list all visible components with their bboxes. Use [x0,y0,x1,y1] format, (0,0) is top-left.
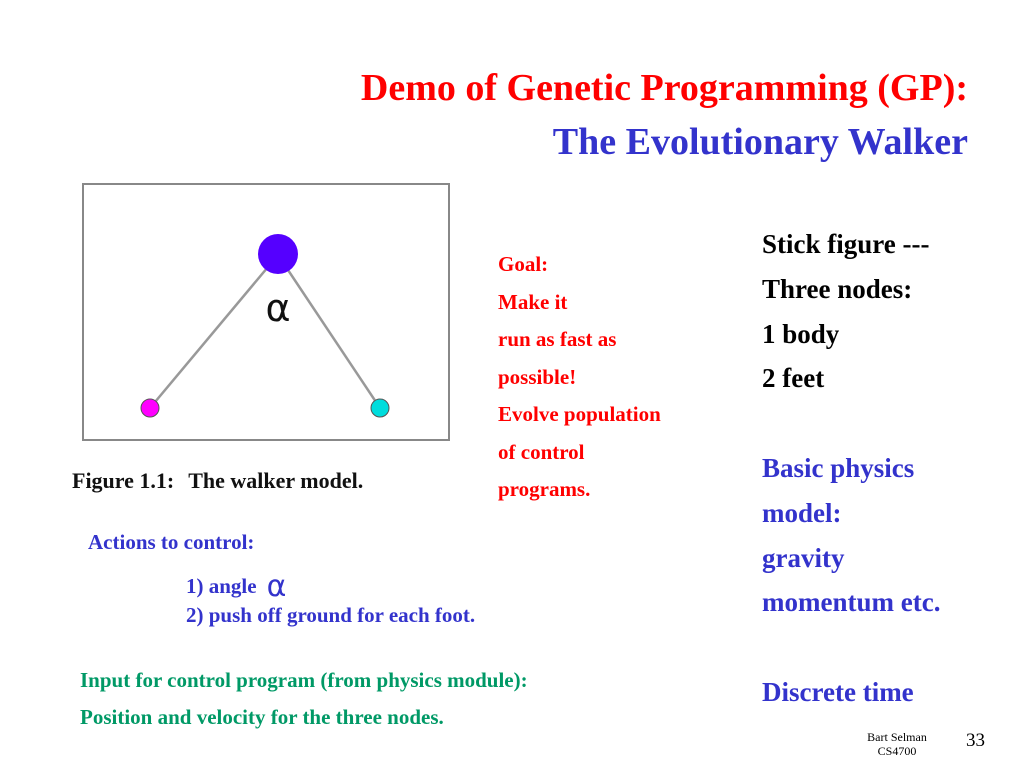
right-foot-node [370,398,390,418]
stick-figure-line: Stick figure --- [762,229,930,259]
page-number: 33 [966,730,985,751]
stick-figure-line: 1 body [762,318,840,349]
goal-line: of control [498,439,585,464]
figure-caption: Figure 1.1: The walker model. [72,468,363,494]
goal-line: Goal: [498,252,549,276]
walker-figure: α [82,183,450,441]
goal-line: Evolve population [498,402,661,426]
left-leg [149,254,279,409]
footer-author-name: Bart Selman [867,730,927,744]
slide-title: Demo of Genetic Programming (GP): [360,67,968,109]
footer-course: CS4700 [877,744,917,758]
body-node [258,234,298,274]
physics-line: gravity [762,542,845,573]
goal-text: Goal: Make it run as fast as possible! E… [498,246,661,509]
input-line: Input for control program (from physics … [80,668,528,692]
goal-line: possible! [498,364,577,389]
footer-author: Bart Selman CS4700 [862,730,932,758]
right-column: Stick figure --- Three nodes: 1 body 2 f… [762,222,940,715]
figure-caption-number: Figure 1.1: [72,468,175,493]
goal-line: programs. [498,477,591,501]
input-line: Position and velocity for the three node… [80,705,444,729]
action-item-push: 2) push off ground for each foot. [186,603,476,627]
walker-diagram: α [140,234,390,418]
physics-line: momentum etc. [762,587,941,618]
slide-subtitle: The Evolutionary Walker [552,121,968,163]
physics-line: model: [762,497,842,528]
actions-heading: Actions to control: [88,530,255,554]
figure-caption-text: The walker model. [188,468,364,493]
discrete-time-line: Discrete time [762,676,914,707]
stick-figure-line: Three nodes: [762,273,913,304]
right-leg [276,254,382,409]
input-block: Input for control program (from physics … [80,662,528,736]
action-item-angle-text: 1) angle [186,574,257,598]
action-item-angle: 1) angle α [186,566,287,604]
spacer [762,401,940,446]
physics-line: Basic physics [762,452,915,483]
goal-line: run as fast as [498,327,617,351]
goal-line: Make it [498,289,568,314]
left-foot-node [140,398,160,418]
alpha-symbol: α [266,569,287,604]
stick-figure-line: 2 feet [762,363,825,394]
spacer [762,625,940,670]
alpha-angle-label: α [265,286,290,330]
